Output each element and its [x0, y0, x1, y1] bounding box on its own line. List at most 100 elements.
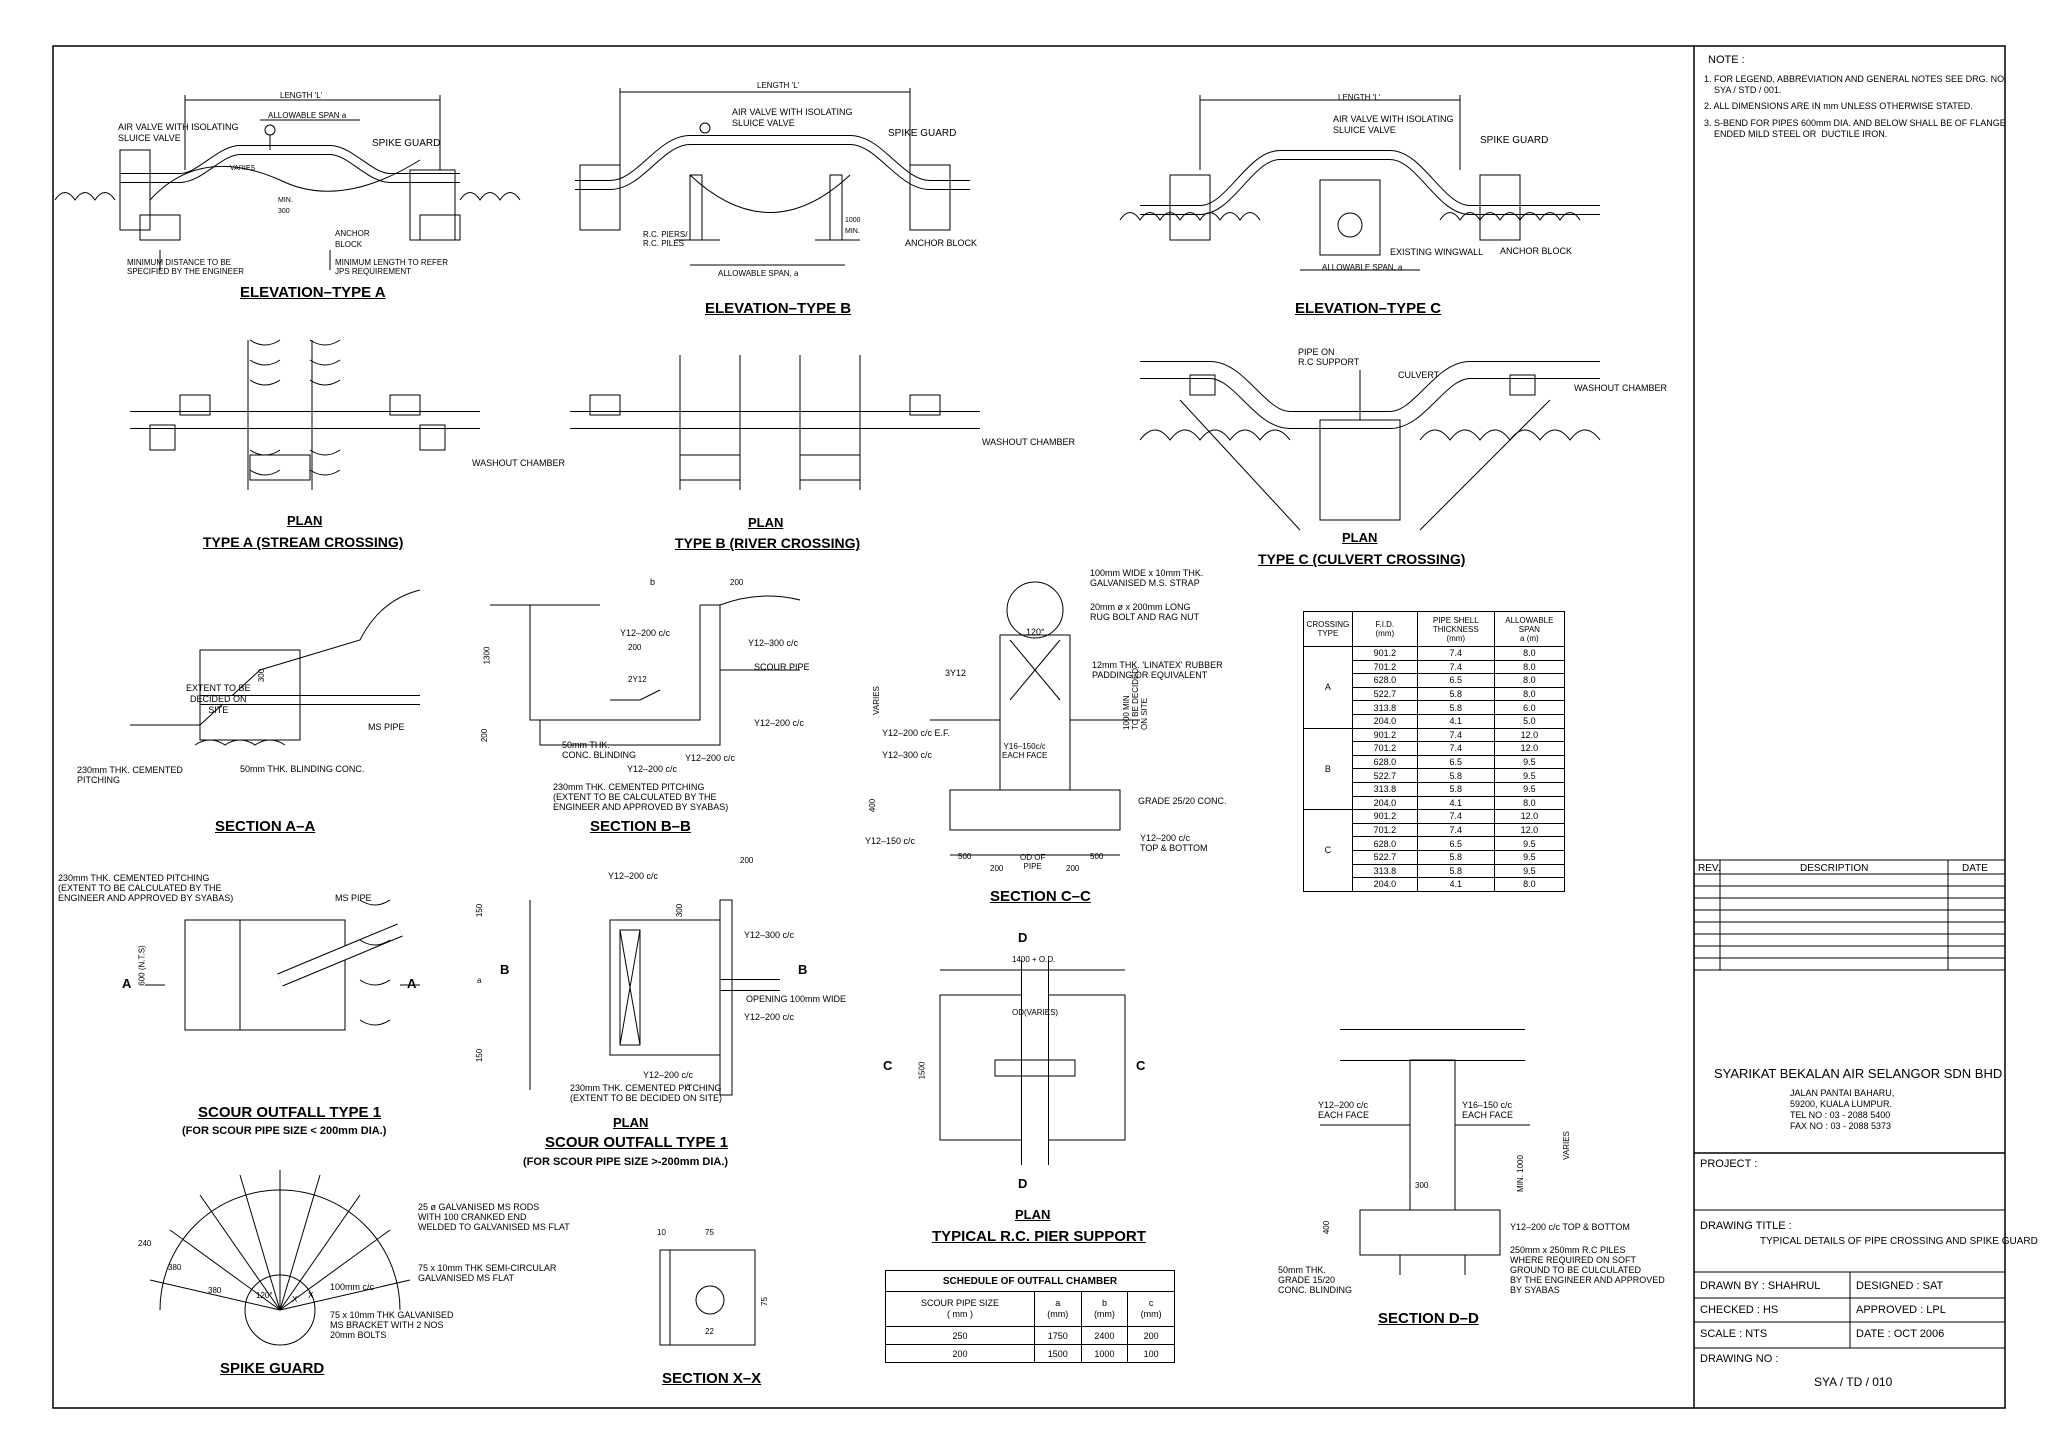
- label-1300-bb: 1300: [482, 646, 492, 665]
- label-y12-each-dd: Y12–200 c/c EACH FACE: [1318, 1100, 1370, 1120]
- label-opening: OPENING 100mm WIDE: [746, 994, 847, 1004]
- span-cell: 12.0: [1493, 809, 1566, 824]
- table-row: 250 1750 2400 200: [885, 1326, 1175, 1345]
- scale: SCALE : NTS: [1700, 1328, 1768, 1340]
- span-cell: 8.0: [1493, 673, 1566, 688]
- label-sec-a-left: A: [122, 976, 132, 991]
- label-10: 10: [657, 1228, 666, 1237]
- span-cell: 5.8: [1416, 863, 1495, 879]
- span-cell: 901.2: [1351, 727, 1418, 743]
- label-varies-a: VARIES: [230, 165, 256, 172]
- outfall-header-b: b (mm): [1080, 1291, 1129, 1327]
- outfall-header-size: SCOUR PIPE SIZE ( mm ): [885, 1291, 1035, 1327]
- label-300-aa: 300: [257, 668, 267, 683]
- title-plan-a-sub: TYPE A (STREAM CROSSING): [203, 534, 404, 550]
- span-cell: 204.0: [1351, 713, 1418, 729]
- label-blinding-dd: 50mm THK. GRADE 15/20 CONC. BLINDING: [1278, 1265, 1353, 1295]
- title-section-a-a: SECTION A–A: [215, 818, 316, 835]
- label-allow-span-c: ALLOWABLE SPAN, a: [1322, 263, 1403, 272]
- label-anchor-block-b: ANCHOR BLOCK: [905, 238, 978, 248]
- label-x-1: X: [292, 1295, 298, 1304]
- span-cell: 9.5: [1493, 836, 1566, 851]
- title-section-x-x: SECTION X–X: [662, 1370, 762, 1387]
- label-sec-c-left: C: [883, 1058, 893, 1073]
- span-cell: 8.0: [1493, 646, 1566, 661]
- span-cell: 313.8: [1351, 863, 1418, 879]
- section-b-b-drawing: [490, 595, 801, 746]
- span-cell: 628.0: [1351, 673, 1418, 688]
- label-y12-200-ps-2: Y12–200 c/c: [744, 1012, 795, 1022]
- span-header-fid: F.I.D. (mm): [1351, 611, 1418, 647]
- title-scour-outfall-1-sub: (FOR SCOUR PIPE SIZE < 200mm DIA.): [182, 1125, 387, 1137]
- label-spike-guard-a: SPIKE GUARD: [372, 138, 441, 149]
- label-anchor-block-a: ANCHOR BLOCK: [335, 229, 370, 249]
- pier-plan-drawing: [939, 960, 1126, 1165]
- section-d-d-drawing: [1320, 1029, 1530, 1275]
- drawn-by: DRAWN BY : SHAHRUL: [1700, 1280, 1821, 1292]
- span-cell: 5.8: [1416, 686, 1495, 702]
- outfall-table-title: SCHEDULE OF OUTFALL CHAMBER: [885, 1270, 1175, 1292]
- span-cell: 522.7: [1351, 686, 1418, 702]
- label-length-c: LENGTH 'L': [1338, 93, 1381, 102]
- label-sec-c-right: C: [1136, 1058, 1146, 1073]
- plan-type-c-drawing: [1139, 361, 1601, 531]
- label-air-valve-a: AIR VALVE WITH ISOLATING SLUICE VALVE: [118, 122, 239, 143]
- label-pitching-site: 230mm THK. CEMENTED PITCHING (EXTENT TO …: [570, 1083, 723, 1103]
- section-x-x-drawing: [659, 1249, 756, 1346]
- outfall-cell: 2400: [1080, 1326, 1129, 1345]
- label-od-varies: OD(VARIES): [1012, 1008, 1059, 1017]
- label-grade25: GRADE 25/20 CONC.: [1138, 796, 1227, 806]
- label-y12-200-ps-1: Y12–200 c/c: [608, 871, 659, 881]
- title-section-d-d: SECTION D–D: [1378, 1310, 1479, 1327]
- span-cell: 7.4: [1416, 741, 1495, 756]
- title-plan-c-sub: TYPE C (CULVERT CROSSING): [1258, 551, 1466, 567]
- span-cell: 701.2: [1351, 822, 1418, 838]
- label-y12-300-bb: Y12–300 c/c: [748, 638, 799, 648]
- outfall-cell: 1500: [1033, 1344, 1082, 1363]
- label-y12-200-ps-3: Y12–200 c/c: [643, 1070, 694, 1080]
- outfall-header-c: c (mm): [1127, 1291, 1175, 1327]
- span-cell: 204.0: [1351, 877, 1418, 892]
- label-pipe-on-rc: PIPE ON R.C SUPPORT: [1298, 347, 1360, 367]
- company-address: JALAN PANTAI BAHARU, 59200, KUALA LUMPUR…: [1790, 1088, 1895, 1131]
- label-rc-piers: R.C. PIERS/ R.C. PILES: [643, 230, 688, 248]
- label-spike-flat: 75 x 10mm THK SEMI-CIRCULAR GALVANISED M…: [418, 1263, 557, 1283]
- label-75-top: 75: [705, 1228, 714, 1237]
- span-header-span: ALLOWABLE SPAN a (m): [1493, 611, 1566, 647]
- span-cell: 4.1: [1416, 713, 1495, 729]
- label-200-bb-2: 200: [628, 643, 642, 652]
- title-elevation-type-c: ELEVATION–TYPE C: [1295, 300, 1442, 317]
- approved: APPROVED : LPL: [1856, 1304, 1946, 1316]
- title-block-lines: [1694, 859, 2005, 1349]
- label-washout-a: WASHOUT CHAMBER: [472, 458, 566, 468]
- label-washout-b: WASHOUT CHAMBER: [982, 437, 1076, 447]
- span-cell: 5.8: [1416, 768, 1495, 783]
- label-22: 22: [705, 1327, 714, 1336]
- label-rug-bolt: 20mm ø x 200mm LONG RUG BOLT AND RAG NUT: [1090, 602, 1200, 622]
- title-plan-scour: PLAN: [613, 1115, 649, 1130]
- label-x-2: X: [308, 1291, 314, 1300]
- label-y12-tb-dd: Y12–200 c/c TOP & BOTTOM: [1510, 1222, 1630, 1232]
- label-y12-ef: Y12–200 c/c E.F.: [882, 728, 951, 738]
- outfall-cell: 200: [885, 1344, 1035, 1363]
- span-cell: 5.8: [1416, 781, 1495, 797]
- label-blinding-aa: 50mm THK. BLINDING CONC.: [240, 764, 365, 774]
- allowable-span-table: CROSSING TYPE F.I.D. (mm) PIPE SHELL THI…: [1303, 611, 1566, 892]
- label-min1000-b: 1000 MIN.: [845, 217, 861, 235]
- outfall-cell: 250: [885, 1326, 1035, 1345]
- label-strap: 100mm WIDE x 10mm THK. GALVANISED M.S. S…: [1090, 568, 1204, 588]
- label-1500: 1500: [917, 1061, 927, 1080]
- outfall-schedule-table: SCHEDULE OF OUTFALL CHAMBER SCOUR PIPE S…: [885, 1270, 1175, 1363]
- span-cell: 5.8: [1416, 700, 1495, 715]
- label-ms-pipe-scour: MS PIPE: [335, 893, 372, 903]
- title-elevation-type-a: ELEVATION–TYPE A: [240, 284, 386, 301]
- label-spike-guard-c: SPIKE GUARD: [1480, 135, 1549, 146]
- label-400-cc: 400: [868, 798, 878, 813]
- company-name: SYARIKAT BEKALAN AIR SELANGOR SDN BHD: [1714, 1066, 2003, 1081]
